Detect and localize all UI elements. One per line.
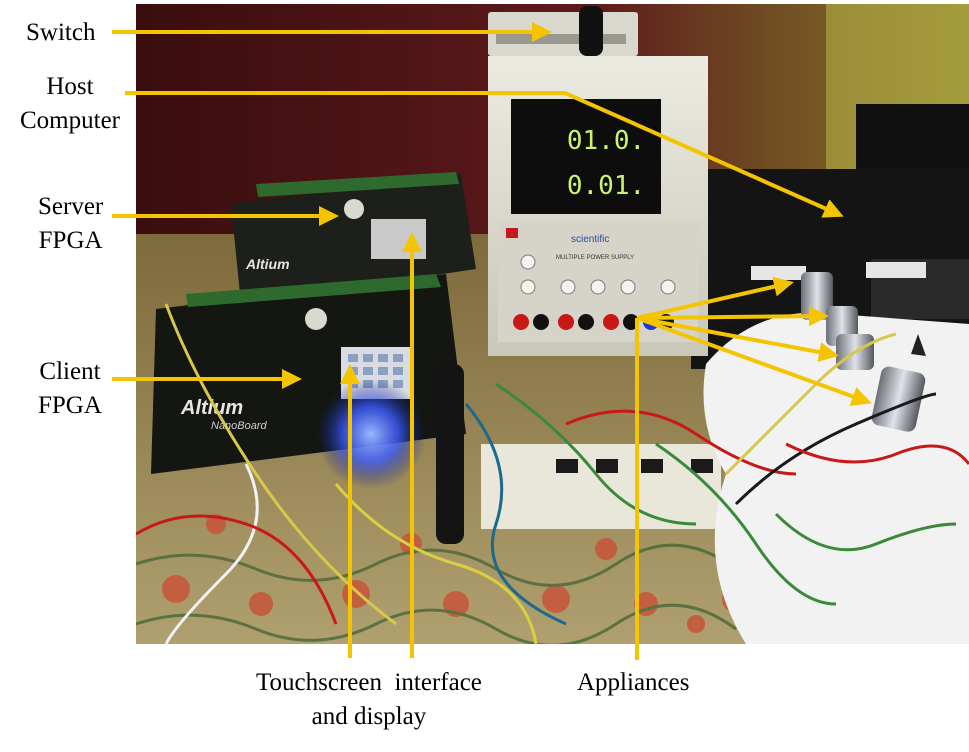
black-rod bbox=[436, 364, 464, 544]
switch-label: Switch bbox=[26, 16, 95, 50]
appliance-4-tip bbox=[911, 334, 926, 356]
switch-label-text: Switch bbox=[26, 19, 96, 46]
server-board-connectors bbox=[256, 172, 459, 197]
breadboard-chips bbox=[556, 459, 713, 473]
psu-display-top: 01.0. bbox=[567, 126, 645, 156]
appliance-arrow-4 bbox=[636, 316, 872, 406]
psu-display-panel bbox=[511, 99, 661, 214]
touch-label-line1: Touchscreen interface bbox=[256, 669, 482, 696]
psu-display-bottom: 0.01. bbox=[567, 171, 645, 201]
server-fpga-board bbox=[231, 174, 476, 304]
appliances-label: Appliances bbox=[577, 666, 689, 700]
server-battery bbox=[344, 199, 364, 219]
client-label-line2: FPGA bbox=[38, 392, 102, 419]
blue-led-glow bbox=[316, 379, 426, 489]
client-fpga-label: Client FPGA bbox=[38, 355, 102, 423]
switch-ports bbox=[496, 34, 626, 44]
host-computer-label: Host Computer bbox=[20, 70, 120, 138]
appliance-arrow-2 bbox=[636, 306, 829, 327]
host-label-line1: Host bbox=[46, 73, 94, 100]
server-label-line2: FPGA bbox=[38, 227, 103, 254]
client-board-connectors bbox=[186, 274, 441, 307]
server-label-line1: Server bbox=[38, 193, 104, 220]
wires bbox=[136, 303, 969, 644]
touchscreen-label: Touchscreen interface and display bbox=[256, 666, 482, 734]
switch-power-plug bbox=[579, 6, 603, 56]
appliance-4 bbox=[871, 366, 926, 432]
appliances-label-text: Appliances bbox=[577, 669, 690, 696]
breadboard bbox=[481, 444, 721, 529]
touch-label-line2: and display bbox=[311, 703, 427, 730]
host-arrow bbox=[125, 91, 844, 218]
client-label-line1: Client bbox=[39, 358, 101, 385]
client-battery bbox=[305, 308, 327, 330]
computer-label bbox=[751, 266, 806, 280]
client-board-brand: Altium bbox=[180, 397, 243, 419]
host-label-line2: Computer bbox=[20, 107, 120, 134]
psu-knobs bbox=[520, 254, 676, 295]
psu-brand: scientific bbox=[571, 234, 609, 245]
psu-power-switch bbox=[506, 228, 518, 238]
server-board-brand: Altium bbox=[245, 256, 290, 272]
appliance-arrow-1 bbox=[636, 276, 794, 320]
computer-sticker bbox=[866, 262, 926, 278]
psu-panel-text: MULTIPLE POWER SUPPLY bbox=[556, 255, 634, 261]
appliance-arrow-3 bbox=[636, 316, 839, 362]
server-fpga-label: Server FPGA bbox=[38, 190, 103, 258]
